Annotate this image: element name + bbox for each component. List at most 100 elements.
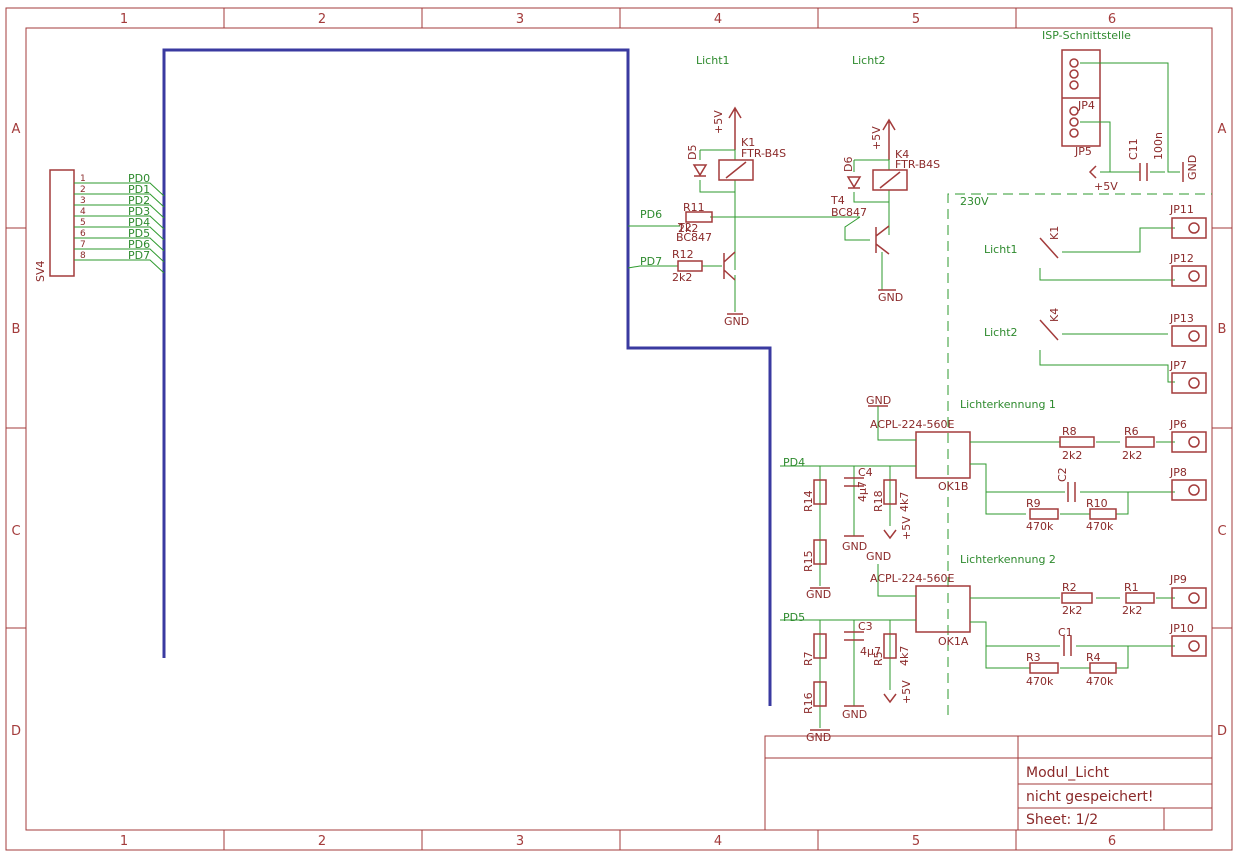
col-label: 5	[912, 834, 920, 849]
t4-value: BC847	[831, 206, 867, 219]
col-label: 4	[714, 12, 722, 27]
net-label: PD7	[640, 255, 662, 268]
sheet-number: Sheet: 1/2	[1026, 812, 1098, 828]
pin-number: 7	[80, 240, 86, 250]
jp5-ref: JP5	[1074, 145, 1092, 158]
pin-number: 3	[80, 196, 86, 206]
title-block: Modul_Licht nicht gespeichert! Sheet: 1/…	[764, 735, 1213, 831]
r6-ref: R6	[1124, 425, 1139, 438]
drawing-title: Modul_Licht	[1026, 765, 1110, 781]
r1-value: 2k2	[1122, 604, 1142, 617]
save-status: nicht gespeichert!	[1026, 789, 1154, 805]
r4-ref: R4	[1086, 651, 1101, 664]
sv4-ref: SV4	[34, 260, 47, 282]
jp13-ref: JP13	[1169, 312, 1194, 325]
k1-contact-ref: K1	[1048, 226, 1061, 240]
t4-ref: T4	[830, 194, 845, 207]
r12-ref: R12	[672, 248, 694, 261]
r8-value: 2k2	[1062, 449, 1082, 462]
r2-value: 2k2	[1062, 604, 1082, 617]
net-label: Lichterkennung 2	[960, 553, 1056, 566]
row-label: B	[1218, 322, 1227, 337]
c3-ref: C3	[858, 620, 873, 633]
pin-number: 2	[80, 185, 86, 195]
relay-contact-k1: Licht1 K1 JP11 JP12	[984, 203, 1207, 287]
supply-label: +5V	[900, 680, 913, 704]
col-label: 3	[516, 12, 524, 27]
supply-label: GND	[878, 291, 903, 304]
ok1b-value: ACPL-224-560E	[870, 418, 955, 431]
col-label: 1	[120, 834, 128, 849]
supply-label: GND	[842, 540, 867, 553]
row-labels-left: A B C D	[11, 122, 21, 739]
supply-label: GND	[806, 731, 831, 744]
col-label: 4	[714, 834, 722, 849]
k4-ref: K4	[895, 148, 909, 161]
net-label: Lichterkennung 1	[960, 398, 1056, 411]
relay-driver-licht1: Licht1 +5V D5 K1 FTR-B4S R11 2k2 PD6 T2 …	[627, 54, 860, 328]
r12-value: 2k2	[672, 271, 692, 284]
k1-ref: K1	[741, 136, 755, 149]
k4-value: FTR-B4S	[895, 158, 940, 171]
net-label: PD5	[783, 611, 805, 624]
col-label: 5	[912, 12, 920, 27]
net-label: PD5	[128, 227, 150, 240]
supply-label: GND	[866, 550, 891, 563]
supply-label: GND	[866, 394, 891, 407]
supply-label: +5V	[870, 126, 883, 150]
d5-ref: D5	[686, 145, 699, 160]
supply-label: GND	[806, 588, 831, 601]
row-label: A	[1218, 122, 1227, 137]
r6-value: 2k2	[1122, 449, 1142, 462]
ok1b-ref: OK1B	[938, 480, 968, 493]
jp7-ref: JP7	[1169, 359, 1187, 372]
jp11-ref: JP11	[1169, 203, 1194, 216]
supply-label: GND	[724, 315, 749, 328]
r9-value: 470k	[1026, 520, 1054, 533]
r4-value: 470k	[1086, 675, 1114, 688]
jp4-ref: JP4	[1077, 99, 1095, 112]
jp6-ref: JP6	[1169, 418, 1187, 431]
pin-number: 6	[80, 229, 86, 239]
r14-ref: R14	[802, 490, 815, 512]
pin-number: 1	[80, 174, 86, 184]
jp9-ref: JP9	[1169, 573, 1187, 586]
jp10-ref: JP10	[1169, 622, 1194, 635]
r2-ref: R2	[1062, 581, 1077, 594]
row-labels-right: A B C D	[1217, 122, 1227, 739]
col-label: 1	[120, 12, 128, 27]
net-label: PD0	[128, 172, 150, 185]
t2-ref: T2	[677, 221, 692, 234]
c1-ref: C1	[1058, 626, 1073, 639]
r5-value: 4k7	[898, 646, 911, 666]
drawing-frame	[5, 7, 1233, 851]
col-label: 2	[318, 12, 326, 27]
r18-value: 4k7	[898, 492, 911, 512]
t2-value: BC847	[676, 231, 712, 244]
net-label: PD4	[128, 216, 150, 229]
col-label: 6	[1108, 12, 1116, 27]
r3-value: 470k	[1026, 675, 1054, 688]
net-label: ISP-Schnittstelle	[1042, 29, 1131, 42]
net-label: PD7	[128, 249, 150, 262]
net-label: PD6	[128, 238, 150, 251]
c11-ref: C11	[1127, 138, 1140, 160]
r18-ref: R18	[872, 490, 885, 512]
pin-number: 8	[80, 251, 86, 261]
r10-ref: R10	[1086, 497, 1108, 510]
r8-ref: R8	[1062, 425, 1077, 438]
light-detection-1: Lichterkennung 1 GND ACPL-224-560E OK1B …	[780, 394, 1207, 601]
row-label: B	[12, 322, 21, 337]
jp12-ref: JP12	[1169, 252, 1194, 265]
230v-boundary	[947, 193, 1212, 715]
col-label: 3	[516, 834, 524, 849]
net-label: Licht1	[696, 54, 730, 67]
row-label: D	[1217, 724, 1227, 739]
light-detection-2: Lichterkennung 2 GND ACPL-224-560E OK1A …	[780, 550, 1207, 744]
col-label: 6	[1108, 834, 1116, 849]
r1-ref: R1	[1124, 581, 1139, 594]
r11-value: 2k2	[678, 222, 698, 235]
column-labels-top: 1 2 3 4 5 6	[120, 12, 1116, 27]
ok1a-ref: OK1A	[938, 635, 969, 648]
net-label: Licht2	[852, 54, 886, 67]
